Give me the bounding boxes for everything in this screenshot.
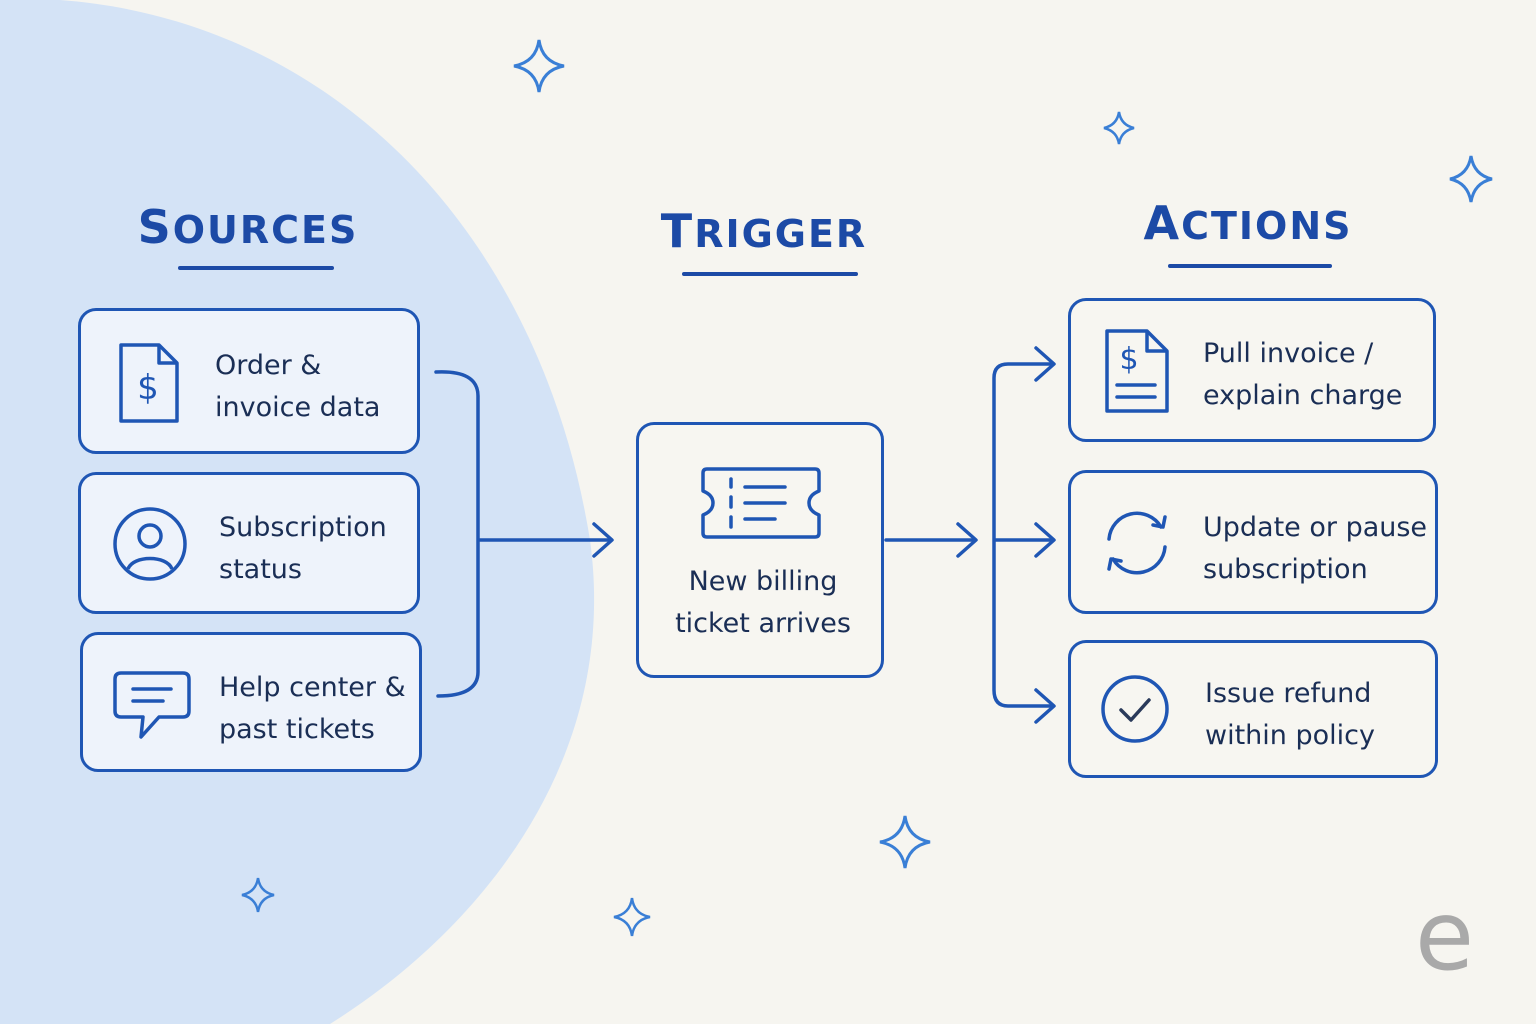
sources-heading: SOURCES xyxy=(88,200,408,254)
invoice-dollar-icon: $ xyxy=(1105,329,1169,413)
svg-text:$: $ xyxy=(1119,342,1138,377)
action-label: Update or pause subscription xyxy=(1203,512,1428,585)
action-label: Pull invoice / explain charge xyxy=(1203,338,1403,411)
sparkle-icon xyxy=(1449,155,1493,203)
sparkle-icon xyxy=(1103,111,1135,145)
refresh-cycle-icon xyxy=(1107,511,1167,575)
brand-logo-mark: e xyxy=(1414,880,1474,992)
sparkle-icon xyxy=(513,39,565,93)
action-card-update-subscription: Update or pause subscription xyxy=(1068,470,1438,614)
source-card-subscription-status: Subscription status xyxy=(78,472,420,614)
actions-heading: ACTIONS xyxy=(1088,196,1408,250)
chat-bubble-icon xyxy=(113,671,191,739)
check-circle-icon xyxy=(1101,675,1169,743)
sources-heading-text: SOURCES xyxy=(137,200,359,254)
sparkle-icon xyxy=(613,897,651,937)
trigger-heading: TRIGGER xyxy=(604,204,924,258)
invoice-dollar-icon: $ xyxy=(119,343,179,423)
source-label: Help center & past tickets xyxy=(219,672,406,745)
actions-heading-text: ACTIONS xyxy=(1143,196,1353,250)
trigger-label: New billing ticket arrives xyxy=(675,566,851,639)
source-card-order-invoice: $ Order & invoice data xyxy=(78,308,420,454)
trigger-heading-text: TRIGGER xyxy=(660,204,868,258)
source-label: Order & invoice data xyxy=(215,350,381,423)
sparkle-icon xyxy=(241,877,275,913)
trigger-card: New billing ticket arrives xyxy=(636,422,884,678)
source-label: Subscription status xyxy=(219,512,387,585)
action-card-pull-invoice: $ Pull invoice / explain charge xyxy=(1068,298,1436,442)
action-card-issue-refund: Issue refund within policy xyxy=(1068,640,1438,778)
ticket-icon xyxy=(701,467,821,539)
svg-text:$: $ xyxy=(137,368,159,408)
source-card-help-center: Help center & past tickets xyxy=(80,632,422,772)
action-label: Issue refund within policy xyxy=(1205,678,1375,751)
actions-underline xyxy=(1168,264,1332,268)
sparkle-icon xyxy=(879,815,931,869)
user-circle-icon xyxy=(113,507,187,581)
trigger-underline xyxy=(682,272,858,276)
sources-underline xyxy=(178,266,334,270)
